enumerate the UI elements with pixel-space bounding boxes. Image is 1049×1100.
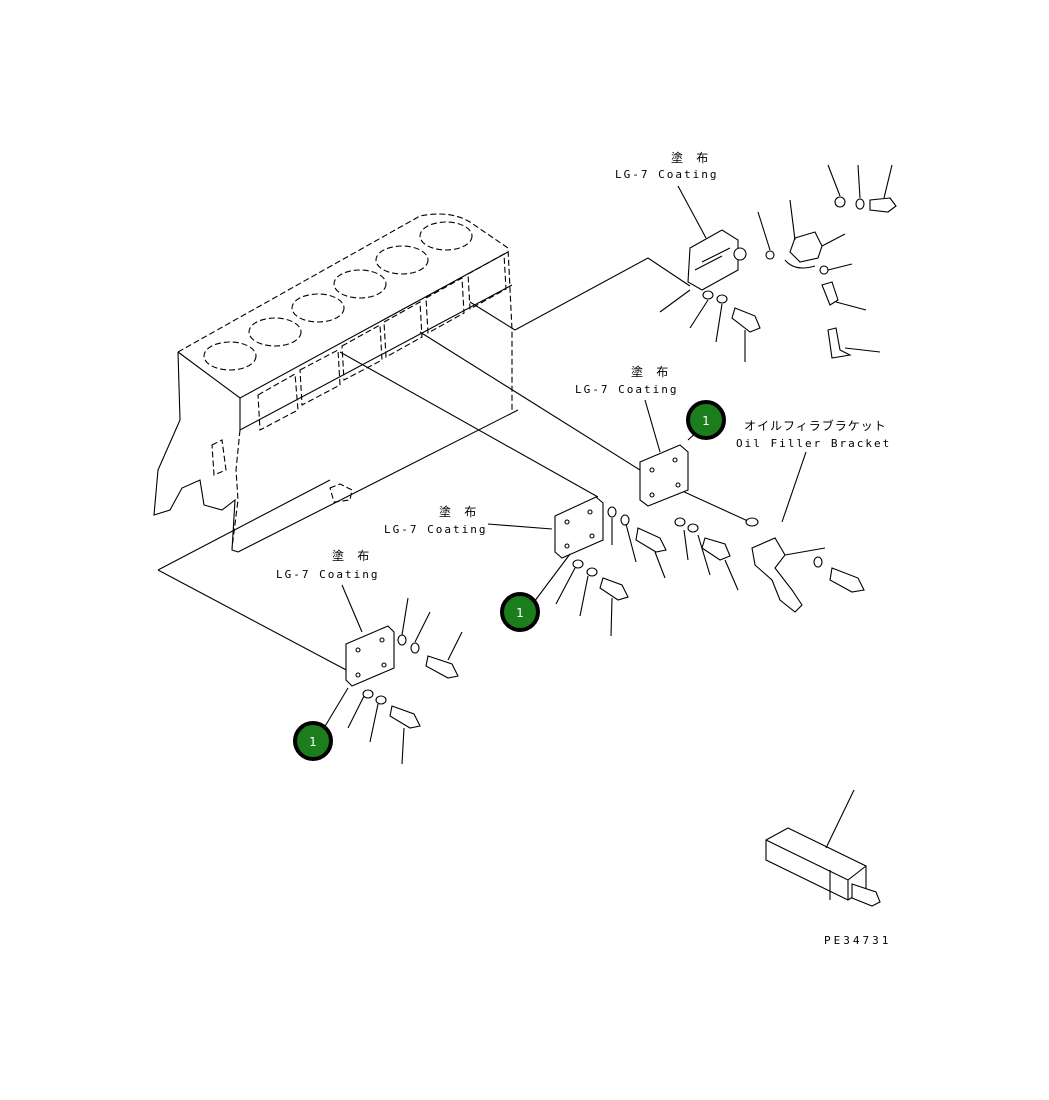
coating-en-middle: LG-7 Coating [575, 383, 678, 396]
bracket-label: オイルフィラブラケット Oil Filler Bracket [736, 418, 891, 450]
drawing-number: PE34731 [824, 934, 891, 947]
callout-number: 1 [309, 735, 317, 749]
callout-1-left[interactable]: 1 [293, 721, 333, 761]
top-cover-assembly [659, 164, 897, 362]
coating-jp-left: 塗 布 [332, 548, 372, 563]
coating-en-left: LG-7 Coating [276, 568, 379, 581]
cylinder-block [153, 213, 519, 553]
left-cover-assembly [345, 597, 463, 765]
coating-label-center: 塗 布 LG-7 Coating [384, 504, 487, 536]
callout-1-middle[interactable]: 1 [686, 400, 726, 440]
assembly-lines [157, 257, 751, 673]
oil-filler-bracket [751, 537, 865, 613]
coating-label-top: 塗 布 LG-7 Coating [615, 150, 718, 181]
callout-number: 1 [702, 414, 710, 428]
coating-jp-middle: 塗 布 [631, 364, 671, 379]
coating-label-left: 塗 布 LG-7 Coating [276, 548, 379, 581]
coating-en-center: LG-7 Coating [384, 523, 487, 536]
coating-jp-top: 塗 布 [671, 150, 711, 165]
callout-number: 1 [516, 606, 524, 620]
inset-tool-detail [765, 789, 881, 907]
bracket-en: Oil Filler Bracket [736, 437, 891, 450]
coating-jp-center: 塗 布 [439, 504, 479, 519]
coating-en-top: LG-7 Coating [615, 168, 718, 181]
center-cover-assembly [554, 496, 667, 637]
middle-cover-assembly [639, 444, 759, 591]
callout-1-center[interactable]: 1 [500, 592, 540, 632]
bracket-jp: オイルフィラブラケット [744, 418, 887, 433]
coating-label-middle: 塗 布 LG-7 Coating [575, 364, 678, 396]
